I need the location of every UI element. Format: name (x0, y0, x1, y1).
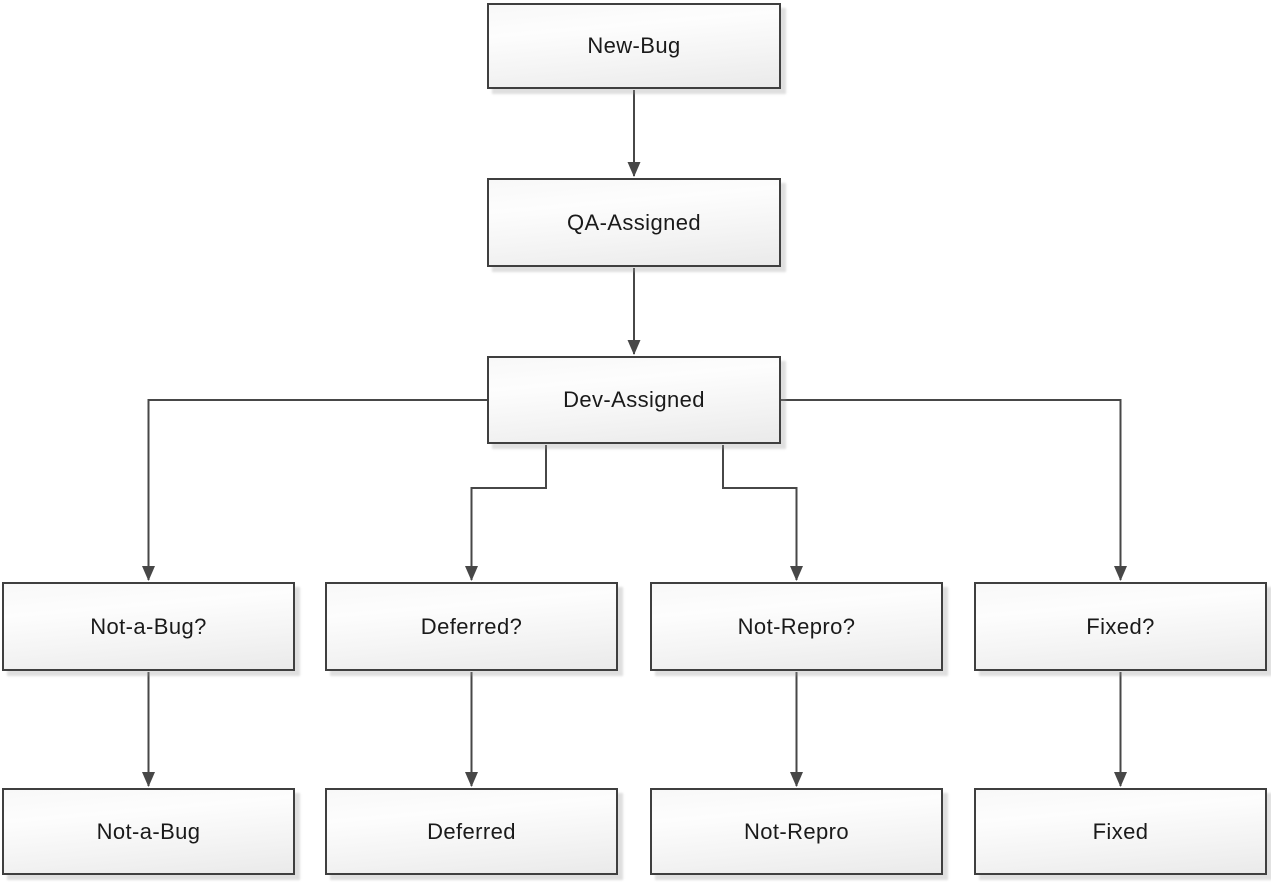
node-qa-assigned: QA-Assigned (487, 178, 781, 267)
node-label-not-a-bug: Not-a-Bug (96, 818, 201, 844)
connector-dev-assigned-to-fixed-check (781, 399, 1127, 581)
node-not-repro-check: Not-Repro? (650, 582, 943, 671)
node-new-bug: New-Bug (487, 3, 781, 89)
node-deferred-check: Deferred? (325, 582, 618, 671)
connector-dev-assigned-to-not-repro-check (722, 445, 803, 581)
node-label-new-bug: New-Bug (587, 33, 681, 58)
node-label-deferred-check: Deferred? (420, 613, 523, 639)
connector-dev-assigned-to-not-a-bug-check (142, 399, 487, 581)
node-deferred: Deferred (325, 788, 618, 875)
node-not-repro: Not-Repro (650, 788, 943, 875)
node-fixed-check: Fixed? (974, 582, 1267, 671)
node-label-fixed-check: Fixed? (1086, 613, 1155, 639)
node-label-deferred: Deferred (427, 818, 516, 844)
node-label-not-repro-check: Not-Repro? (737, 613, 856, 639)
node-label-qa-assigned: QA-Assigned (566, 209, 701, 235)
node-label-dev-assigned: Dev-Assigned (563, 387, 705, 412)
node-not-a-bug-check: Not-a-Bug? (2, 582, 295, 671)
node-label-fixed: Fixed (1092, 818, 1149, 844)
node-dev-assigned: Dev-Assigned (487, 356, 781, 444)
node-fixed: Fixed (974, 788, 1267, 875)
node-label-not-a-bug-check: Not-a-Bug? (90, 613, 207, 639)
node-label-not-repro: Not-Repro (743, 818, 850, 844)
connector-dev-assigned-to-deferred-check (465, 445, 547, 581)
node-not-a-bug: Not-a-Bug (2, 788, 295, 875)
